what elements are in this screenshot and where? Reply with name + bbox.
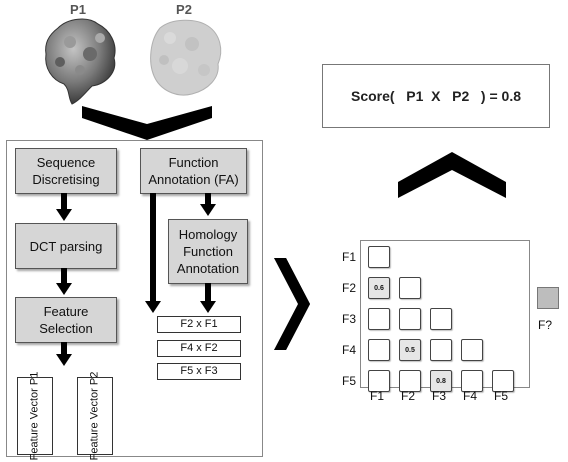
matrix-cell: 0.8 [430, 370, 452, 392]
homology-function-annotation-box: Homology Function Annotation [168, 219, 248, 284]
matrix-row-label: F5 [342, 374, 357, 388]
matrix-cell [368, 246, 390, 268]
matrix-cell [399, 370, 421, 392]
matrix-col-label: F4 [462, 389, 477, 403]
matrix-row-label: F4 [342, 343, 357, 357]
protein-p2-structure [150, 19, 222, 96]
pair-f4-f2: F4 x F2 [157, 340, 241, 357]
matrix-col-label: F5 [493, 389, 508, 403]
matrix-row-label: F3 [342, 312, 357, 326]
dct-parsing-box: DCT parsing [15, 223, 117, 269]
matrix-cell [430, 308, 452, 330]
feature-vector-p2: Feature Vector P2 [77, 372, 113, 460]
matrix-cell [368, 308, 390, 330]
result-chevron-up [398, 152, 506, 198]
matrix-cell [399, 308, 421, 330]
matrix-col-label: F3 [431, 389, 446, 403]
score-box: Score( P1 X P2 ) = 0.8 [322, 64, 550, 128]
matrix-row-label: F1 [342, 250, 357, 264]
pair-f5-f3: F5 x F3 [157, 363, 241, 380]
feature-selection-box: Feature Selection [15, 297, 117, 343]
function-annotation-box: Function Annotation (FA) [140, 148, 247, 194]
matrix-cell [461, 370, 483, 392]
merge-chevron-down [82, 106, 212, 140]
sequence-discretising-box: Sequence Discretising [15, 148, 117, 194]
matrix-col-label: F1 [369, 389, 384, 403]
forward-chevron-right [274, 258, 310, 350]
matrix-cell [430, 339, 452, 361]
legend-label: F? [538, 318, 553, 332]
pipeline-arrows [56, 193, 216, 366]
protein-p1-label: P1 [70, 2, 86, 17]
protein-p1-structure [45, 18, 116, 105]
matrix-cell [368, 339, 390, 361]
matrix-cell [492, 370, 514, 392]
score-text: Score( P1 X P2 ) = 0.8 [350, 88, 522, 104]
matrix-cell: 0.6 [368, 277, 390, 299]
matrix-cell [461, 339, 483, 361]
pipeline-panel: Sequence Discretising DCT parsing Featur… [6, 140, 263, 460]
matrix-col-label: F2 [400, 389, 415, 403]
legend-swatch [537, 287, 559, 309]
protein-p2-label: P2 [176, 2, 192, 17]
matrix-cell: 0.5 [399, 339, 421, 361]
matrix-cell [399, 277, 421, 299]
matrix-cell [368, 370, 390, 392]
pair-f2-f1: F2 x F1 [157, 316, 241, 333]
matrix-row-label: F2 [342, 281, 357, 295]
feature-vector-p1: Feature Vector P1 [17, 372, 53, 460]
